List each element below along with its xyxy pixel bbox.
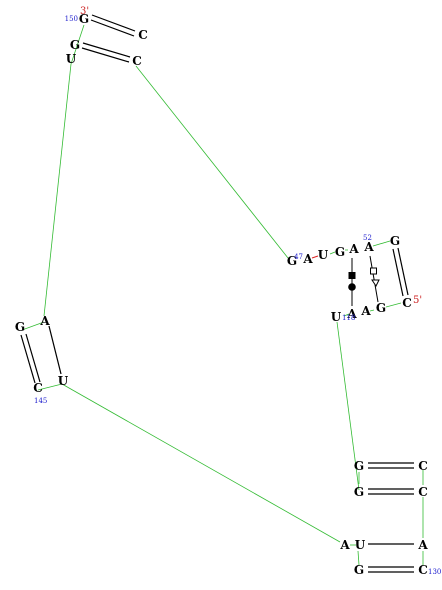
position-number-118: 118 bbox=[342, 314, 355, 322]
base-pair-line bbox=[392, 248, 404, 297]
backbone-segment bbox=[43, 63, 72, 317]
nucleotide-label: U bbox=[66, 52, 77, 66]
backbone-segment bbox=[385, 302, 402, 308]
position-number-145: 145 bbox=[34, 397, 47, 405]
backbone-segment bbox=[21, 321, 45, 331]
position-number-150: 150 bbox=[65, 15, 78, 23]
base-pair-line bbox=[81, 47, 130, 63]
backbone-segment bbox=[135, 65, 289, 259]
backbone-segment bbox=[369, 309, 375, 312]
nucleotide-label: G bbox=[287, 254, 297, 268]
base-pair-line bbox=[91, 14, 136, 32]
backbone-segment bbox=[343, 313, 350, 317]
nucleotide-label: C bbox=[402, 296, 412, 310]
backbone-segment bbox=[329, 251, 336, 255]
nucleotide-label: G bbox=[335, 245, 345, 259]
non-canonical-pairs bbox=[348, 255, 380, 306]
base-pair-line bbox=[20, 334, 36, 384]
backbone-segment bbox=[74, 24, 85, 53]
open-triangle-symbol bbox=[371, 279, 380, 287]
backbone-segment bbox=[372, 240, 391, 247]
nucleotide-label: A bbox=[39, 314, 50, 328]
nucleotide-label: A bbox=[363, 240, 374, 254]
nucleotide-label: C bbox=[132, 54, 142, 68]
nucleotide-label: C bbox=[418, 459, 428, 473]
base-pair-line bbox=[90, 19, 135, 37]
backbone-segment bbox=[37, 383, 63, 391]
nucleotide-label: G bbox=[354, 485, 364, 499]
nucleotide-label: G bbox=[15, 320, 25, 334]
base-pair-line bbox=[82, 42, 131, 58]
position-number-52: 52 bbox=[363, 234, 372, 242]
nucleotide-label: C bbox=[33, 381, 43, 395]
square-symbol bbox=[348, 272, 356, 279]
nucleotides: G C G C U C G A U G A A G U A A G C G A … bbox=[15, 12, 428, 577]
nucleotide-label: U bbox=[58, 374, 69, 388]
base-pair-line bbox=[25, 333, 41, 383]
nucleotide-label: U bbox=[331, 310, 342, 324]
circle-symbol bbox=[348, 283, 356, 291]
nucleotide-label: U bbox=[355, 538, 366, 552]
nucleotide-label: A bbox=[417, 538, 428, 552]
nucleotide-label: A bbox=[346, 307, 357, 321]
backbone-segment-highlight bbox=[311, 255, 319, 259]
nucleotide-label: C bbox=[418, 563, 428, 577]
backbone-segment bbox=[357, 550, 360, 566]
nucleotide-label: U bbox=[318, 248, 329, 262]
nucleotide-label: G bbox=[79, 12, 89, 26]
nucleotide-label: G bbox=[376, 301, 386, 315]
nucleotide-label: A bbox=[360, 304, 371, 318]
base-pair-line bbox=[397, 247, 409, 296]
base-pairs bbox=[20, 14, 414, 573]
nucleotide-label: A bbox=[348, 242, 359, 256]
backbone-segment bbox=[61, 383, 341, 543]
position-number-130: 130 bbox=[428, 568, 441, 576]
base-pair-line bbox=[48, 325, 62, 375]
backbone-segment bbox=[336, 321, 360, 491]
backbone bbox=[21, 24, 424, 566]
position-number-47: 47 bbox=[294, 253, 303, 261]
backbone-segment bbox=[70, 51, 76, 65]
nucleotide-label: G bbox=[390, 234, 400, 248]
position-numbers: 150 47 52 118 145 130 bbox=[34, 15, 441, 576]
nucleotide-label: C bbox=[138, 28, 148, 42]
nucleotide-label: C bbox=[418, 485, 428, 499]
nucleotide-label: G bbox=[354, 563, 364, 577]
nucleotide-label: A bbox=[302, 252, 313, 266]
open-square-symbol bbox=[370, 267, 377, 275]
three-prime-label: 3' bbox=[80, 6, 89, 17]
nucleotide-label: G bbox=[70, 38, 80, 52]
strand-ends: 3' 5' bbox=[80, 6, 422, 306]
nucleotide-label: A bbox=[339, 538, 350, 552]
five-prime-label: 5' bbox=[413, 295, 422, 306]
nucleotide-label: G bbox=[354, 459, 364, 473]
noncanonical-link bbox=[369, 255, 379, 303]
